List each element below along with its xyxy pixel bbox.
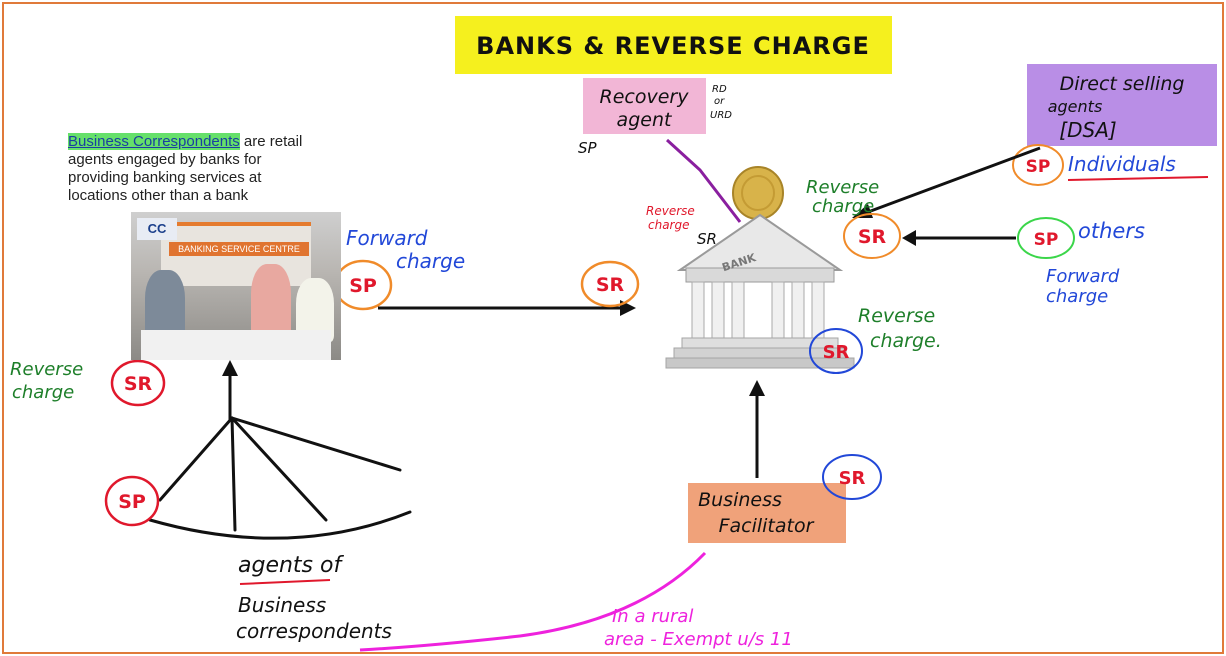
sp-others-label: SP — [1034, 230, 1059, 250]
banking-service-photo: CC BANKING SERVICE CENTRE — [131, 212, 341, 360]
sp-others-ring — [1017, 217, 1075, 259]
others-label: others — [1078, 219, 1145, 243]
dsa-to-sr-arrow — [859, 146, 1041, 217]
sr-dsa-ring — [843, 213, 901, 259]
rural-note-2: area - Exempt u/s 11 — [604, 629, 793, 650]
sr-bf-label: SR — [839, 468, 866, 489]
note-line-2: agents engaged by banks for — [68, 151, 262, 168]
photo-logo: CC — [137, 218, 177, 240]
business-correspondents-highlight: Business Correspondents — [68, 133, 240, 150]
others-to-sr-arrowhead — [902, 230, 916, 246]
dsa-box — [1027, 64, 1217, 146]
agents-of-bc-3: correspondents — [236, 619, 392, 643]
sr-agents-label: SR — [124, 373, 153, 395]
agents-underline — [239, 579, 331, 585]
sr-bank-ring — [580, 260, 640, 308]
business-correspondents-note: Business Correspondents are retail agent… — [68, 133, 368, 205]
agents-of-bc-2: Business — [238, 593, 326, 617]
sr-agents-ring — [110, 359, 166, 407]
reverse-charge-right-1: Reverse — [858, 305, 935, 327]
sp-agents-label: SP — [118, 491, 146, 513]
dsa-label-1: Direct selling — [1060, 73, 1185, 95]
sr-dsa-label: SR — [858, 226, 887, 248]
business-facilitator-label-2: Facilitator — [719, 515, 815, 537]
agents-to-bc-arrowhead — [222, 360, 238, 376]
reverse-charge-left-2: charge — [12, 382, 74, 403]
sp-agents-ring — [104, 475, 160, 527]
reverse-charge-left-1: Reverse — [10, 359, 83, 380]
photo-person-middle — [251, 264, 291, 338]
business-facilitator-box — [688, 483, 846, 543]
reverse-charge-small-2: charge — [648, 218, 690, 232]
sr-bank-label: SR — [596, 274, 625, 296]
reverse-charge-top-2: charge — [812, 196, 874, 217]
reverse-charge-small-1: Reverse — [646, 204, 695, 218]
recovery-agent-box — [583, 78, 706, 134]
agents-of-bc-1: agents of — [238, 553, 344, 578]
forward-charge-right-2: charge — [1046, 286, 1108, 307]
bank-icon — [665, 166, 855, 369]
photo-person-left — [145, 270, 185, 340]
reverse-charge-top-1: Reverse — [806, 177, 879, 198]
sr-facilitator-label: SR — [823, 342, 850, 363]
sp-bc-label: SP — [349, 275, 377, 297]
sr-bf-ring — [822, 454, 882, 500]
dsa-label-2: agents — [1048, 97, 1103, 116]
individuals-underline — [1067, 176, 1209, 181]
rd-note-1: RD — [712, 84, 727, 95]
dsa-label-3: [DSA] — [1059, 118, 1116, 142]
recovery-agent-label-2: agent — [617, 109, 673, 131]
facilitator-to-bank-arrowhead — [749, 380, 765, 396]
sp-individuals-label: SP — [1026, 157, 1051, 177]
rd-note-3: URD — [710, 110, 732, 121]
note-line-1-rest: are retail — [239, 133, 303, 150]
business-facilitator-label-1: Business — [698, 489, 782, 511]
rd-note-2: or — [714, 96, 725, 107]
note-line-4: locations other than a bank — [68, 187, 249, 204]
rural-note-1: In a rural — [612, 606, 693, 627]
diagram-title: BANKS & REVERSE CHARGE — [476, 32, 870, 60]
sp-individuals-ring — [1012, 144, 1064, 186]
rural-connector-curve — [359, 551, 707, 652]
forward-charge-left-1: Forward — [346, 226, 428, 250]
recovery-agent-label-1: Recovery — [600, 86, 690, 108]
note-line-3: providing banking services at — [68, 169, 262, 186]
forward-charge-left-2: charge — [396, 249, 465, 273]
reverse-charge-right-2: charge. — [870, 330, 942, 352]
sr-facilitator-ring — [809, 328, 863, 374]
sr-recovery-label: SR — [697, 230, 717, 248]
photo-desk — [141, 330, 331, 360]
agents-fan — [148, 416, 412, 540]
individuals-label: Individuals — [1068, 152, 1176, 176]
recovery-to-bank-line — [665, 138, 742, 223]
title-highlight — [455, 16, 892, 74]
recovery-sp-label: SP — [578, 139, 598, 157]
bc-to-bank-arrowhead — [620, 300, 636, 316]
photo-banner-text: BANKING SERVICE CENTRE — [169, 242, 309, 256]
forward-charge-right-1: Forward — [1046, 266, 1120, 287]
